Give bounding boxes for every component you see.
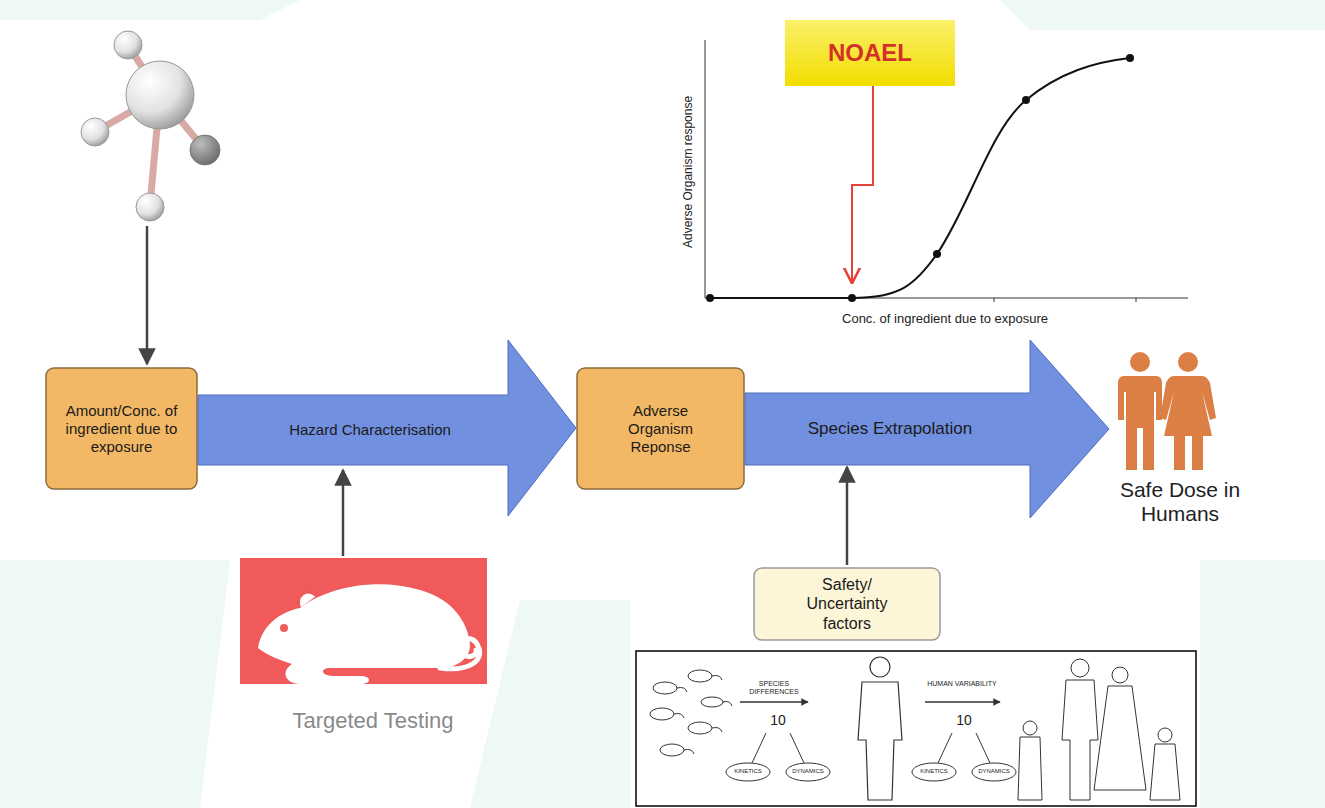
process-arrow: Species Extrapolation — [745, 340, 1109, 518]
leader-arrow — [146, 226, 149, 364]
factor-number: 10 — [770, 712, 786, 728]
human-figures — [1118, 352, 1216, 470]
inset-label: KINETICS — [920, 768, 948, 775]
inset-label: DYNAMICS — [792, 768, 824, 775]
inset-label: DYNAMICS — [978, 768, 1010, 775]
box-outline — [785, 20, 955, 86]
axis-label: Conc. of ingredient due to exposure — [842, 312, 1048, 327]
noael-pointer — [852, 86, 873, 282]
node-text: Species Extrapolation — [790, 419, 990, 439]
leader-arrow — [342, 470, 345, 556]
box-outline — [754, 568, 940, 640]
node-text: Amount/Conc. of ingredient due to exposu… — [59, 402, 184, 456]
caption-label: Targeted Testing — [292, 708, 453, 733]
node-text: Hazard Characterisation — [270, 421, 470, 439]
uncertainty-factor-inset — [636, 651, 1196, 806]
connector-arrow — [846, 467, 849, 565]
node-text: NOAEL — [795, 39, 945, 68]
inset-label: SPECIES DIFFERENCES — [739, 680, 809, 696]
molecule-icon — [81, 31, 220, 221]
axis-label: Adverse Organism response — [682, 96, 696, 248]
inset-label: KINETICS — [734, 768, 762, 775]
arrow-outline — [745, 340, 1109, 518]
result-label: Safe Dose in Humans — [1115, 478, 1245, 526]
factor-box: Safety/ Uncertainty factors — [753, 567, 941, 641]
node-text: Adverse Organism Reponse — [601, 402, 721, 456]
box-outline — [577, 368, 744, 489]
process-arrow: Hazard Characterisation — [198, 340, 576, 516]
rat-icon — [240, 558, 487, 684]
box-outline — [46, 368, 197, 489]
factor-number: 10 — [956, 712, 972, 728]
arrow-outline — [198, 340, 576, 516]
exposure-box: Amount/Conc. of ingredient due to exposu… — [45, 367, 198, 490]
response-box: Adverse Organism Reponse — [576, 367, 745, 490]
noael-box: NOAEL — [785, 20, 955, 86]
node-text: Safety/ Uncertainty factors — [787, 575, 907, 633]
inset-label: HUMAN VARIABILITY — [927, 680, 997, 688]
